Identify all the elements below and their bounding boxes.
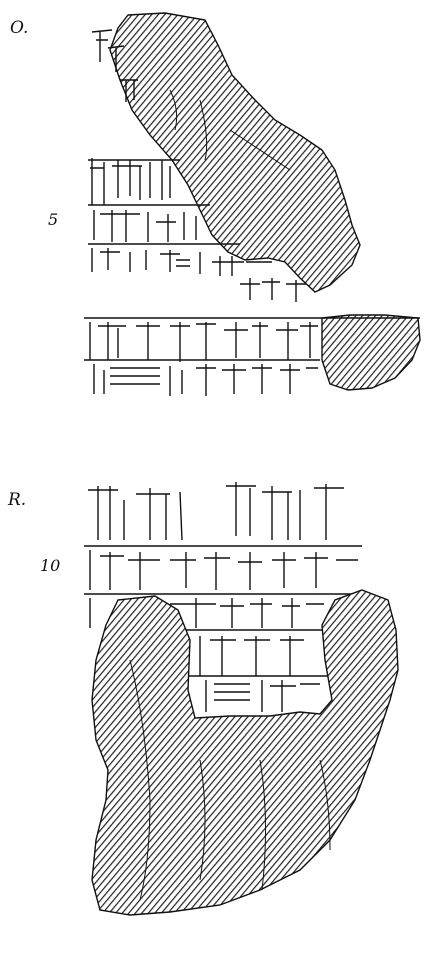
line-number-10: 10 [40,556,61,575]
obverse-damage-bottom [321,314,421,391]
obverse-damage-top [109,12,361,293]
obverse-cuneiform [84,29,420,396]
obverse-label: O. [10,18,29,38]
line-number-5: 5 [48,210,59,229]
reverse-cuneiform [84,482,362,730]
reverse-damage [91,589,399,916]
reverse-label: R. [8,490,27,510]
